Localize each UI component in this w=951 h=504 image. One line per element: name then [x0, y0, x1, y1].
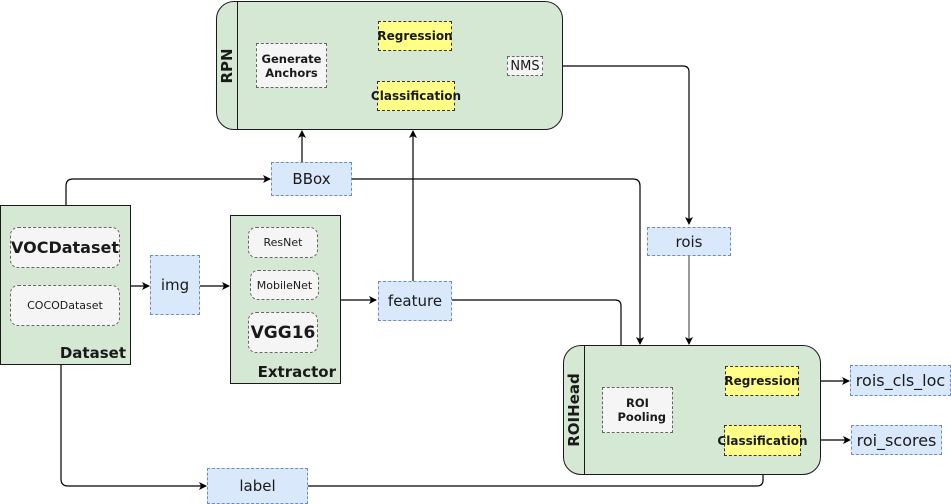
resnet-node[interactable]: ResNet	[248, 227, 318, 258]
edge-nms-rois	[543, 65, 693, 225]
edge-dataset-bbox	[65, 175, 271, 205]
edge-label-classification	[308, 456, 767, 487]
rpn-classification-node[interactable]: Classification	[371, 81, 461, 111]
nms-label: NMS	[510, 58, 540, 74]
generate-anchors-node[interactable]: Generate Anchors	[256, 43, 327, 88]
rpn-regression-label: Regression	[377, 29, 453, 43]
nms-node[interactable]: NMS	[507, 56, 543, 76]
roihead-classification-label: Classification	[717, 433, 808, 448]
dataset-title: Dataset	[59, 344, 126, 362]
roihead-header: ROIHead	[564, 346, 585, 474]
img-node[interactable]: img	[150, 255, 200, 315]
label-label: label	[239, 477, 276, 495]
roihead-classification-node[interactable]: Classification	[717, 425, 808, 456]
voc-dataset-node[interactable]: VOCDataset	[10, 227, 120, 268]
edge-dataset-label	[60, 365, 207, 490]
generate-anchors-label: Generate Anchors	[261, 51, 322, 80]
roi-pooling-node[interactable]: ROI Pooling	[602, 387, 673, 433]
vgg16-label: VGG16	[250, 322, 316, 343]
rois-cls-loc-node[interactable]: rois_cls_loc	[850, 365, 951, 396]
rpn-classification-label: Classification	[370, 89, 462, 103]
feature-node[interactable]: feature	[378, 281, 452, 321]
rois-label: rois	[675, 232, 703, 251]
bbox-node[interactable]: BBox	[271, 162, 352, 196]
coco-dataset-node[interactable]: COCODataset	[10, 285, 120, 326]
roi-scores-label: roi_scores	[856, 430, 937, 450]
roihead-regression-node[interactable]: Regression	[724, 366, 800, 396]
label-node[interactable]: label	[207, 468, 308, 504]
feature-label: feature	[387, 292, 443, 310]
mobilenet-label: MobileNet	[256, 278, 313, 292]
edge-feature-roipooling	[452, 299, 625, 387]
rpn-header: RPN	[217, 2, 238, 129]
roi-scores-node[interactable]: roi_scores	[851, 425, 942, 455]
img-label: img	[160, 276, 190, 294]
rois-node[interactable]: rois	[647, 227, 731, 256]
rois-cls-loc-label: rois_cls_loc	[855, 371, 946, 390]
vgg16-node[interactable]: VGG16	[248, 312, 318, 353]
extractor-title: Extractor	[257, 363, 336, 381]
roihead-regression-label: Regression	[724, 374, 800, 388]
roihead-title: ROIHead	[565, 373, 583, 447]
coco-dataset-label: COCODataset	[27, 299, 103, 312]
edge-bbox-roihead	[352, 178, 644, 345]
rpn-regression-node[interactable]: Regression	[377, 21, 453, 51]
resnet-label: ResNet	[263, 236, 303, 249]
rpn-title: RPN	[218, 47, 236, 84]
roi-pooling-label: ROI Pooling	[617, 396, 667, 424]
bbox-label: BBox	[292, 170, 331, 188]
voc-dataset-label: VOCDataset	[11, 238, 119, 257]
mobilenet-node[interactable]: MobileNet	[250, 270, 319, 300]
